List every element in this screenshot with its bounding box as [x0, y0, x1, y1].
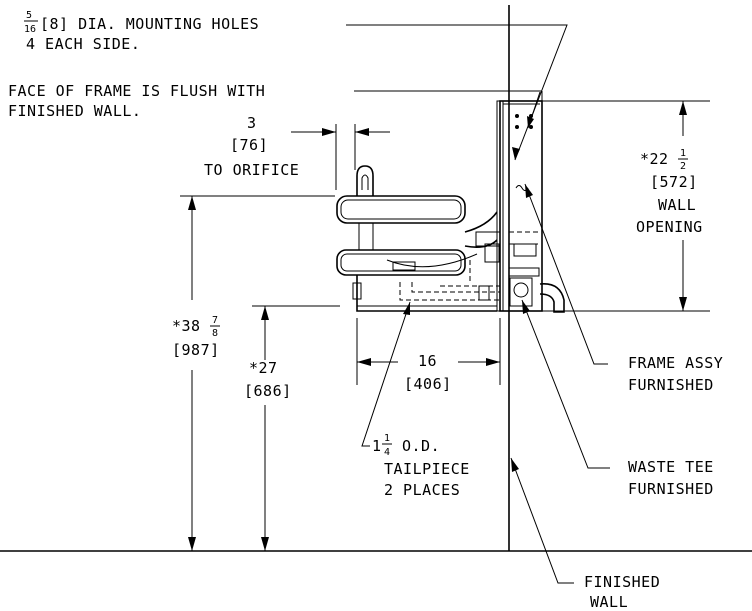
orifice-label: TO ORIFICE [204, 161, 299, 179]
orifice-mm: [76] [230, 136, 268, 154]
face-of-frame-note: FACE OF FRAME IS FLUSH WITH FINISHED WAL… [8, 82, 543, 120]
wall-opening-value: *22 [640, 150, 669, 168]
overall-height-mm: [987] [172, 341, 220, 359]
tailpiece-rest: O.D. [402, 437, 440, 455]
finished-wall-leader [510, 457, 574, 584]
mounting-holes-text: [8] DIA. MOUNTING HOLES [40, 15, 259, 33]
finished-wall-line2: WALL [590, 593, 628, 611]
frame-assy-leader [524, 183, 608, 365]
frame-assy-line2: FURNISHED [628, 376, 714, 394]
tailpiece-line2: TAILPIECE [384, 460, 470, 478]
mounting-holes-each-side: 4 EACH SIDE. [26, 35, 140, 53]
frame-assy-line1: FRAME ASSY [628, 354, 723, 372]
overall-height-frac-den: 8 [212, 328, 218, 339]
overall-height-dimension: *38 7 8 [987] [172, 195, 335, 551]
overall-height-frac-num: 7 [212, 315, 218, 326]
rim-height-value: *27 [249, 359, 278, 377]
fountain-unit [336, 165, 565, 313]
tailpiece-note: 1 1 4 O.D. TAILPIECE 2 PLACES [361, 301, 470, 499]
mounting-holes-note: 5 16 [8] DIA. MOUNTING HOLES 4 EACH SIDE… [24, 10, 568, 161]
waste-tee-line1: WASTE TEE [628, 458, 714, 476]
mounting-holes-frac-den: 16 [24, 24, 36, 35]
mounting-holes-frac-num: 5 [26, 10, 32, 21]
wall-opening-mm: [572] [650, 173, 698, 191]
wall-opening-frac-den: 2 [680, 161, 686, 172]
wall-opening-frac-num: 1 [680, 148, 686, 159]
mounting-holes-leader-1 [346, 24, 568, 161]
waste-tee-leader [521, 299, 610, 469]
face-of-frame-line2: FINISHED WALL. [8, 102, 141, 120]
finished-wall-note: FINISHED WALL [510, 457, 660, 611]
tailpiece-prefix: 1 [372, 437, 382, 455]
rim-height-mm: [686] [244, 382, 292, 400]
face-of-frame-line1: FACE OF FRAME IS FLUSH WITH [8, 82, 265, 100]
wall-opening-line1: WALL [658, 196, 696, 214]
depth-mm: [406] [404, 375, 452, 393]
tailpiece-leader [361, 301, 411, 447]
depth-dimension: 16 [406] [356, 318, 501, 393]
tailpiece-line3: 2 PLACES [384, 481, 460, 499]
orifice-value: 3 [247, 114, 257, 132]
frame-assy-note: FRAME ASSY FURNISHED [524, 183, 723, 394]
waste-tee-note: WASTE TEE FURNISHED [521, 299, 714, 498]
frame-assembly [496, 100, 543, 312]
overall-height-value: *38 [172, 317, 201, 335]
wall-opening-line2: OPENING [636, 218, 703, 236]
finished-wall-line1: FINISHED [584, 573, 660, 591]
tailpiece-frac-num: 1 [384, 433, 390, 444]
orifice-dimension: 3 [76] TO ORIFICE [204, 114, 390, 190]
tailpiece-frac-den: 4 [384, 447, 390, 458]
wall-opening-dimension: *22 1 2 [572] WALL OPENING [520, 100, 710, 312]
rim-height-dimension: *27 [686] [244, 305, 340, 551]
waste-tee-line2: FURNISHED [628, 480, 714, 498]
depth-value: 16 [418, 352, 437, 370]
